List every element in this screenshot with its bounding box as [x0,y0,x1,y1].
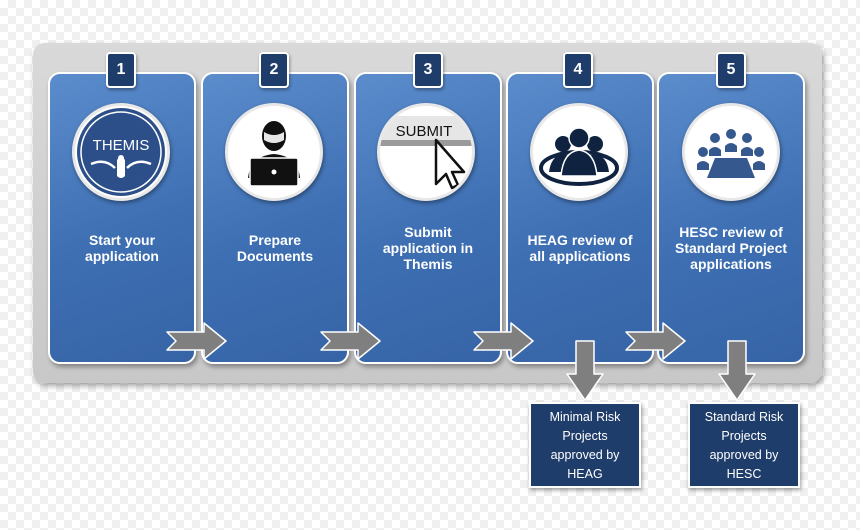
step-number-2: 2 [259,52,289,88]
step-label-line: Start your [88,232,156,248]
step-number-1: 1 [106,52,136,88]
outcome-box-hesc: Standard Risk Projects approved by HESC [688,402,800,488]
step-number-3: 3 [413,52,443,88]
outcome-line: Standard Risk [704,410,784,424]
step-number-4: 4 [563,52,593,88]
step-number-5: 5 [716,52,746,88]
outcome-line: HEAG [567,467,603,481]
step-label-line: Themis [403,256,453,272]
arrow-down-icon [566,340,604,401]
submit-cursor-icon: SUBMIT [377,103,475,201]
step-label-line: all applications [529,248,631,264]
outcome-line: approved by [550,448,620,462]
step-label-line: Submit [404,224,452,240]
arrow-right-icon [166,322,227,360]
submit-button-text: SUBMIT [396,123,453,140]
arrow-right-icon [473,322,534,360]
step-label-line: Prepare [248,232,302,248]
step-label-line: Documents [236,248,314,264]
outcome-box-heag: Minimal Risk Projects approved by HEAG [529,402,641,488]
arrow-right-icon [625,322,686,360]
outcome-line: approved by [709,448,779,462]
themis-logo-icon: THEMIS [72,103,170,201]
step-label-2: Prepare Documents [201,232,349,264]
step-label-line: HESC review of [679,224,783,240]
arrow-down-icon [718,340,756,401]
step-label-1: Start your application [48,232,196,264]
step-label-5: HESC review of Standard Project applicat… [657,224,805,272]
step-label-3: Submit application in Themis [354,224,502,272]
person-laptop-icon [225,103,323,201]
step-label-line: Standard Project [674,240,788,256]
outcome-line: Projects [721,429,767,443]
step-label-line: application in [382,240,474,256]
step-label-line: application [85,248,159,264]
step-label-line: applications [690,256,772,272]
outcome-line: HESC [726,467,762,481]
outcome-line: Projects [562,429,608,443]
outcome-line: Minimal Risk [549,410,621,424]
themis-logo-text: THEMIS [93,137,150,154]
step-label-line: HEAG review of [527,232,633,248]
arrow-right-icon [320,322,381,360]
group-review-icon [530,103,628,201]
step-label-4: HEAG review of all applications [506,232,654,264]
meeting-table-icon [682,103,780,201]
